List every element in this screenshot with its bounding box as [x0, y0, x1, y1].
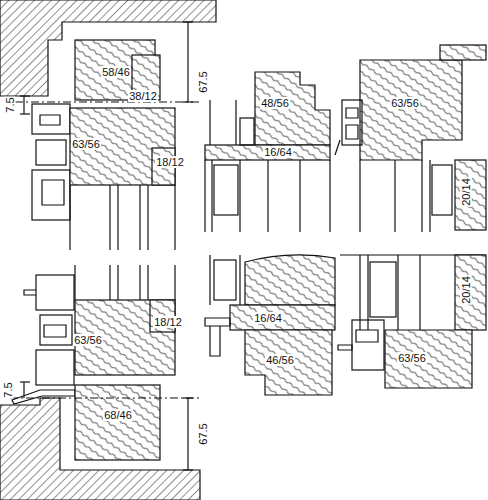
section-size: 46/56: [265, 354, 295, 366]
section-size: 18/12: [153, 316, 183, 328]
section-size: 16/64: [253, 312, 283, 324]
dimension-value: 67.5: [197, 422, 209, 445]
section-size: 38/12: [128, 90, 158, 102]
section-size: 18/12: [155, 156, 185, 168]
dimension-value: 7.5: [4, 96, 16, 113]
section-size: 20/14: [460, 177, 472, 207]
section-size: 48/56: [260, 97, 290, 109]
section-size: 20/14: [460, 275, 472, 305]
section-size: 63/56: [390, 97, 420, 109]
section-size: 63/56: [73, 334, 103, 346]
dimension-value: 7.5: [2, 381, 14, 398]
section-size: 68/46: [103, 409, 133, 421]
section-size: 16/64: [263, 146, 293, 158]
dimension-value: 67.5: [197, 70, 209, 93]
section-size: 63/56: [71, 138, 101, 150]
section-size: 58/46: [101, 66, 131, 78]
section-size: 63/56: [397, 352, 427, 364]
